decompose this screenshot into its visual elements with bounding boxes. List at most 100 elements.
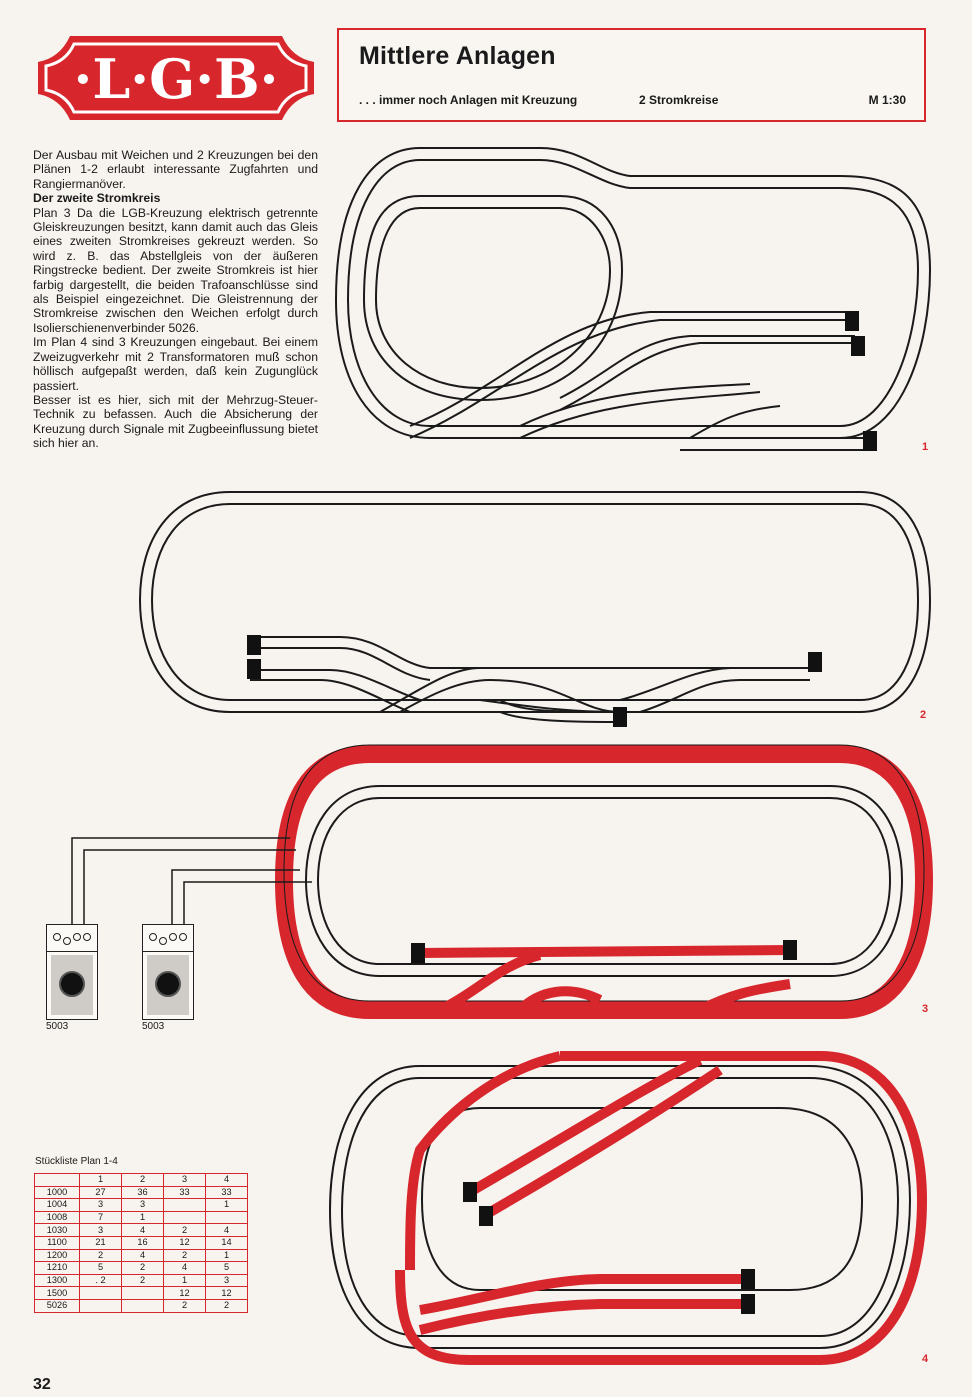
quantity-cell: 2 — [121, 1273, 164, 1288]
plan-number: 1 — [922, 441, 929, 453]
quantity-cell: 4 — [121, 1248, 164, 1263]
quantity-cell — [205, 1210, 248, 1225]
quantity-cell: 2 — [121, 1261, 164, 1275]
quantity-cell: 5 — [205, 1261, 248, 1275]
plan-number: 2 — [920, 709, 927, 721]
quantity-cell: 2 — [163, 1223, 206, 1237]
socket-icon — [179, 933, 187, 941]
socket-icon — [149, 933, 157, 941]
table-header-cell: 2 — [121, 1173, 164, 1187]
quantity-cell: 33 — [205, 1185, 248, 1200]
quantity-cell — [163, 1210, 206, 1225]
part-number-cell: 1210 — [34, 1261, 80, 1275]
quantity-cell — [79, 1286, 122, 1300]
buffer-stop — [479, 1206, 493, 1226]
buffer-stop — [247, 635, 261, 655]
quantity-cell: 2 — [163, 1248, 206, 1263]
intro-subheading: Der zweite Stromkreis — [33, 191, 161, 206]
plan-4-diagram — [328, 1051, 928, 1365]
plan-number: 3 — [922, 1003, 929, 1015]
quantity-cell: 3 — [205, 1273, 248, 1288]
transformer-label: 5003 — [142, 1021, 165, 1032]
table-header-row: 1 2 3 4 — [34, 1173, 248, 1187]
part-number-cell: 1000 — [34, 1185, 80, 1200]
quantity-cell: 1 — [205, 1198, 248, 1212]
part-number-cell: 1100 — [34, 1235, 80, 1250]
part-number-cell: 1004 — [34, 1198, 80, 1212]
part-number-cell: 1200 — [34, 1248, 80, 1263]
scale-label: M 1:30 — [868, 93, 906, 107]
table-header-cell: 3 — [163, 1173, 206, 1187]
speed-knob-icon — [155, 971, 181, 997]
page-number: 32 — [33, 1376, 51, 1393]
part-number-cell: 1030 — [34, 1223, 80, 1237]
buffer-stop — [741, 1294, 755, 1314]
intro-paragraph: Besser ist es hier, sich mit der Mehrzug… — [33, 392, 318, 451]
quantity-cell: 33 — [163, 1185, 206, 1200]
buffer-stop — [783, 940, 797, 960]
svg-text:·L·G·B·: ·L·G·B· — [74, 47, 279, 111]
quantity-cell: 1 — [163, 1273, 206, 1288]
socket-icon — [73, 933, 81, 941]
buffer-stop — [845, 311, 859, 331]
buffer-stop — [247, 659, 261, 679]
plan-1-diagram — [334, 147, 932, 451]
plan-3-diagram — [71, 744, 934, 1019]
socket-icon — [53, 933, 61, 941]
part-number-cell: 1008 — [34, 1210, 80, 1225]
quantity-cell: 36 — [121, 1185, 164, 1200]
quantity-cell: 2 — [205, 1298, 248, 1313]
quantity-cell: 3 — [79, 1198, 122, 1212]
socket-icon — [169, 933, 177, 941]
buffer-stop — [851, 336, 865, 356]
quantity-cell: 4 — [121, 1223, 164, 1237]
quantity-cell: 4 — [163, 1261, 206, 1275]
table-header-cell: 4 — [205, 1173, 248, 1187]
intro-text: Der Ausbau mit Weichen und 2 Kreuzungen … — [33, 148, 318, 451]
buffer-stop — [613, 707, 627, 727]
quantity-cell: . 2 — [79, 1273, 122, 1288]
transformer-label: 5003 — [46, 1021, 69, 1032]
transformer — [46, 924, 98, 1020]
part-number-cell: 1300 — [34, 1273, 80, 1288]
control-area — [51, 955, 93, 1015]
transformer-panel — [47, 925, 97, 952]
circuits-label: 2 Stromkreise — [639, 93, 719, 107]
buffer-stop — [411, 943, 425, 963]
page-subtitle: . . . immer noch Anlagen mit Kreuzung — [359, 93, 578, 107]
quantity-cell: 2 — [79, 1248, 122, 1263]
quantity-cell — [121, 1286, 164, 1300]
plan-number: 4 — [922, 1353, 929, 1365]
quantity-cell: 1 — [121, 1210, 164, 1225]
buffer-stop — [741, 1269, 755, 1289]
table-header-cell — [34, 1173, 80, 1187]
buffer-stop — [808, 652, 822, 672]
quantity-cell: 2 — [163, 1298, 206, 1313]
quantity-cell — [79, 1298, 122, 1313]
part-number-cell: 1500 — [34, 1286, 80, 1300]
quantity-cell: 12 — [205, 1286, 248, 1300]
quantity-cell — [121, 1298, 164, 1313]
part-number-cell: 5026 — [34, 1298, 80, 1313]
quantity-cell: 5 — [79, 1261, 122, 1275]
transformer-panel — [143, 925, 193, 952]
quantity-cell: 1 — [205, 1248, 248, 1263]
lgb-logo: ·L·G·B· — [38, 36, 314, 120]
socket-icon — [83, 933, 91, 941]
parts-list-title: Stückliste Plan 1-4 — [35, 1156, 118, 1167]
socket-icon — [63, 937, 71, 945]
intro-paragraph: Im Plan 4 sind 3 Kreuzungen eingebaut. B… — [33, 335, 318, 393]
quantity-cell: 27 — [79, 1185, 122, 1200]
table-header-cell: 1 — [79, 1173, 122, 1187]
